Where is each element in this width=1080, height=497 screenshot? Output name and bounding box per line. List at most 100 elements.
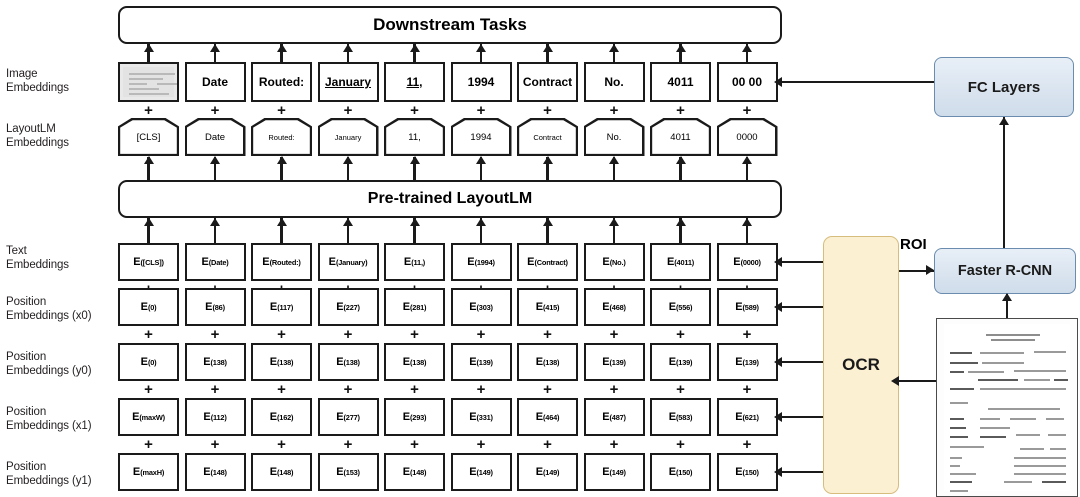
layoutlm-embedding-cell[interactable]: 0000 [716, 118, 778, 156]
arrow-up-icon [409, 156, 420, 164]
position-embedding-x0-cell[interactable]: E(303) [450, 288, 512, 326]
text-embedding-cell[interactable]: E(4011) [650, 243, 711, 281]
layoutlm-embedding-cell[interactable]: 4011 [650, 118, 711, 156]
layoutlm-embedding-cell[interactable]: 1994 [450, 118, 512, 156]
position-embedding-y0-cell[interactable]: E(138) [251, 343, 312, 381]
image-embedding-cell[interactable]: 00 00 [716, 62, 778, 102]
position-embedding-y1-cell[interactable]: E(maxH) [118, 453, 179, 491]
position-embedding-x1-cell[interactable]: E(293) [384, 398, 445, 436]
position-embedding-x0-cell[interactable]: E(281) [384, 288, 445, 326]
ocr-block[interactable]: OCR [823, 236, 899, 494]
position-embedding-y1-cell[interactable]: E(148) [251, 453, 312, 491]
embedding-subscript: (148) [410, 467, 427, 477]
image-embedding-cell[interactable] [118, 62, 179, 102]
layoutlm-embedding-cell[interactable]: [CLS] [118, 118, 179, 156]
image-embedding-cell[interactable]: 4011 [650, 62, 711, 102]
text-embedding-cell[interactable]: E(Contract) [517, 243, 578, 281]
position-embedding-x0-cell[interactable]: E(227) [317, 288, 379, 326]
plus-sign: + [144, 381, 153, 398]
layoutlm-embedding-cell[interactable]: 11, [384, 118, 445, 156]
downstream-tasks-bar[interactable]: Downstream Tasks [118, 6, 782, 44]
embedding-subscript: (117) [277, 302, 294, 312]
E-symbol: E [735, 301, 743, 313]
arrow-up-icon [1002, 293, 1012, 301]
position-embedding-x1-cell[interactable]: E(112) [184, 398, 246, 436]
position-embedding-y0-cell[interactable]: E(0) [118, 343, 179, 381]
row-label-line: Embeddings (y1) [6, 474, 92, 487]
position-embedding-y1-cell[interactable]: E(149) [450, 453, 512, 491]
image-embedding-cell[interactable]: 1994 [450, 62, 512, 102]
embedding-subscript: (162) [277, 412, 294, 422]
position-embedding-x0-cell[interactable]: E(0) [118, 288, 179, 326]
text-embedding-cell[interactable]: E(Date) [184, 243, 246, 281]
image-embedding-cell[interactable]: Contract [517, 62, 578, 102]
position-embedding-x1-cell[interactable]: E(464) [517, 398, 578, 436]
position-embedding-y0-cell[interactable]: E(138) [384, 343, 445, 381]
row-label-line: Image [6, 68, 38, 80]
position-embedding-y1-cell[interactable]: E(149) [517, 453, 578, 491]
text-embedding-cell[interactable]: E(1994) [450, 243, 512, 281]
position-embedding-x0-cell[interactable]: E(589) [716, 288, 778, 326]
text-embedding-cell[interactable]: E(January) [317, 243, 379, 281]
text-embedding-cell[interactable]: E([CLS]) [118, 243, 179, 281]
position-embedding-x0-cell[interactable]: E(468) [583, 288, 645, 326]
position-embedding-y0-cell[interactable]: E(138) [317, 343, 379, 381]
position-embedding-x0-cell[interactable]: E(117) [251, 288, 312, 326]
E-symbol: E [602, 466, 610, 478]
chamfer-fill [120, 120, 177, 154]
image-embedding-cell[interactable]: No. [583, 62, 645, 102]
position-embedding-y1-cell[interactable]: E(149) [583, 453, 645, 491]
position-embedding-y0-cell[interactable]: E(138) [184, 343, 246, 381]
image-embedding-cell[interactable]: Routed: [251, 62, 312, 102]
embedding-subscript: ([CLS]) [140, 257, 164, 267]
layoutlm-embedding-cell[interactable]: Contract [517, 118, 578, 156]
embedding-subscript: (Date) [208, 257, 229, 267]
text-embedding-cell[interactable]: E(No.) [583, 243, 645, 281]
text-embedding-cell[interactable]: E(11,) [384, 243, 445, 281]
position-embedding-x0-cell[interactable]: E(86) [184, 288, 246, 326]
document-image-thumbnail[interactable] [936, 318, 1078, 497]
E-symbol: E [269, 411, 278, 423]
position-embedding-x0-cell[interactable]: E(556) [650, 288, 711, 326]
position-embedding-y0-cell[interactable]: E(138) [517, 343, 578, 381]
position-embedding-y1-cell[interactable]: E(153) [317, 453, 379, 491]
position-embedding-x1-cell[interactable]: E(162) [251, 398, 312, 436]
image-embedding-cell[interactable]: 11, [384, 62, 445, 102]
row-label-line: Position [6, 461, 47, 473]
E-symbol: E [668, 411, 677, 423]
pretrained-layoutlm-label: Pre-trained LayoutLM [367, 190, 533, 207]
position-embedding-y0-cell[interactable]: E(139) [650, 343, 711, 381]
position-embedding-x1-cell[interactable]: E(277) [317, 398, 379, 436]
position-embedding-x1-cell[interactable]: E(maxW) [118, 398, 179, 436]
layoutlm-embedding-cell[interactable]: Date [184, 118, 246, 156]
position-embedding-x1-cell[interactable]: E(331) [450, 398, 512, 436]
position-embedding-x1-cell[interactable]: E(621) [716, 398, 778, 436]
layoutlm-embedding-cell[interactable]: January [317, 118, 379, 156]
chamfer-fill [585, 120, 643, 154]
row-label-line: Position [6, 296, 47, 308]
arrow-up-icon [609, 156, 619, 164]
layoutlm-embedding-label: Contract [533, 132, 562, 142]
text-embedding-cell[interactable]: E(Routed:) [251, 243, 312, 281]
position-embedding-y0-cell[interactable]: E(139) [716, 343, 778, 381]
pretrained-layoutlm-bar[interactable]: Pre-trained LayoutLM [118, 180, 782, 218]
image-embedding-cell[interactable]: Date [184, 62, 246, 102]
position-embedding-x1-cell[interactable]: E(487) [583, 398, 645, 436]
image-embedding-cell[interactable]: January [317, 62, 379, 102]
position-embedding-y1-cell[interactable]: E(150) [716, 453, 778, 491]
layoutlm-embedding-cell[interactable]: Routed: [251, 118, 312, 156]
image-embedding-label: No. [604, 75, 624, 89]
position-embedding-y1-cell[interactable]: E(150) [650, 453, 711, 491]
plus-sign: + [543, 102, 552, 119]
text-embedding-cell[interactable]: E(0000) [716, 243, 778, 281]
fc-layers-block[interactable]: FC Layers [934, 57, 1074, 117]
faster-rcnn-block[interactable]: Faster R-CNN [934, 248, 1076, 294]
position-embedding-y1-cell[interactable]: E(148) [184, 453, 246, 491]
layoutlm-embedding-cell[interactable]: No. [583, 118, 645, 156]
position-embedding-y0-cell[interactable]: E(139) [450, 343, 512, 381]
arrow-up-icon [409, 218, 420, 226]
position-embedding-y1-cell[interactable]: E(148) [384, 453, 445, 491]
position-embedding-x0-cell[interactable]: E(415) [517, 288, 578, 326]
position-embedding-x1-cell[interactable]: E(583) [650, 398, 711, 436]
position-embedding-y0-cell[interactable]: E(139) [583, 343, 645, 381]
